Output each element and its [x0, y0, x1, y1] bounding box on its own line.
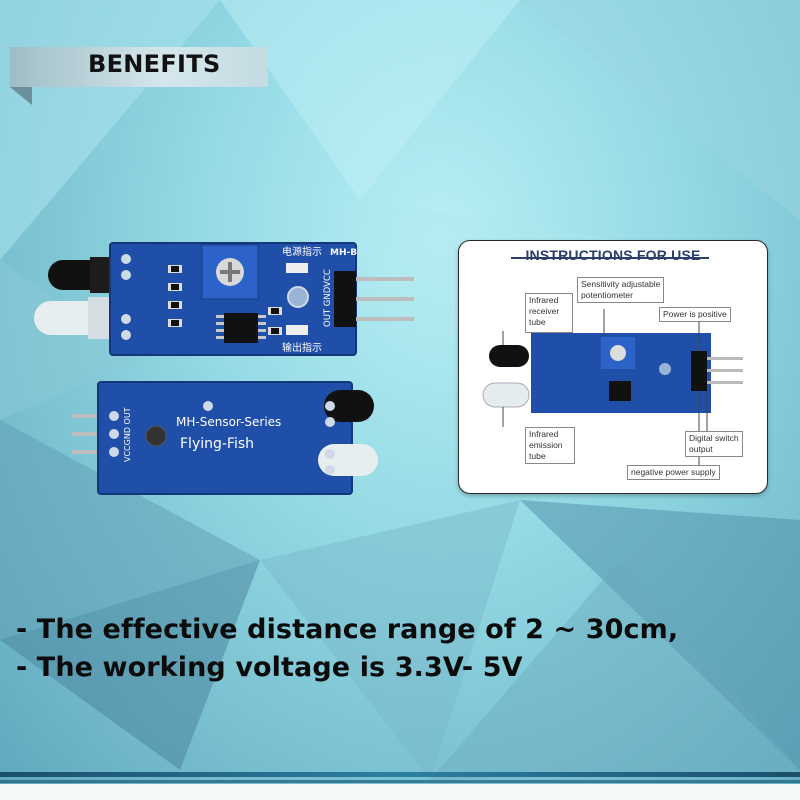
pcb-back-pin-labels: VCCGND OUT [123, 407, 132, 462]
footer-stripe-thin [0, 780, 800, 783]
callout-digital-output: Digital switch output [685, 431, 743, 457]
pcb-pin-labels: OUT GNDVCC [323, 269, 333, 327]
pcb-model-label: MH-B [330, 248, 357, 258]
title-underline [511, 257, 709, 259]
pcb-series-label: MH-Sensor-Series [176, 415, 281, 429]
banner-title: BENEFITS [88, 50, 221, 78]
benefits-banner [10, 47, 268, 87]
sensor-board-back: VCCGND OUT MH-Sensor-Series Flying-Fish [72, 381, 378, 495]
callout-receiver-tube: Infrared receiver tube [525, 293, 573, 333]
feature-voltage: - The working voltage is 3.3V- 5V [16, 652, 523, 683]
pcb-name-label: Flying-Fish [180, 436, 254, 452]
feature-distance: - The effective distance range of 2 ~ 30… [16, 614, 679, 645]
sensor-board-front: 电源指示 输出指示 MH-B OUT GNDVCC [34, 242, 414, 356]
instructions-card: INSTRUCTIONS FOR USE Infrared Infrared r… [458, 240, 768, 494]
pcb-output-indicator-label: 输出指示 [282, 341, 322, 354]
instructions-diagram [482, 309, 743, 465]
callout-power-positive: Power is positive [659, 307, 731, 322]
footer-band [0, 784, 800, 800]
callout-emission-tube: Infrared emission tube [525, 427, 575, 464]
instructions-title: INSTRUCTIONS FOR USE [525, 247, 701, 263]
callout-negative-supply: negative power supply [627, 465, 720, 480]
footer-stripe [0, 772, 800, 777]
banner-fold [10, 87, 32, 105]
callout-sensitivity-potentiometer: Sensitivity adjustable potentiometer [577, 277, 665, 303]
pcb-power-indicator-label: 电源指示 [282, 245, 322, 258]
